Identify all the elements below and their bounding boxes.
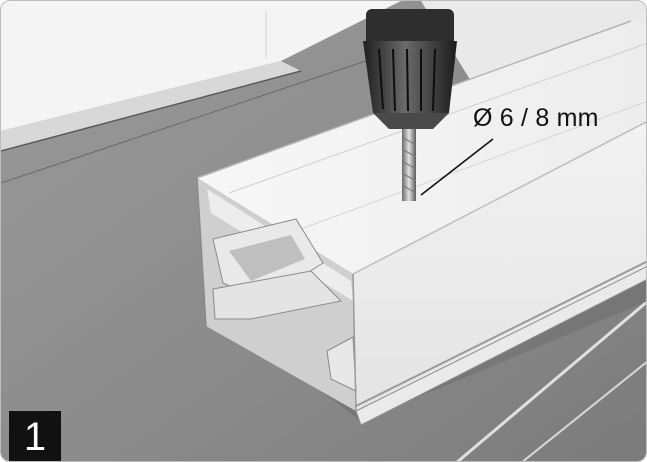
- cable-duct-front: [353, 122, 646, 411]
- wall-panel-shadow: [1, 61, 301, 151]
- back-plane: [421, 1, 646, 81]
- drill-diameter-label: Ø 6 / 8 mm: [473, 104, 599, 132]
- callout-leader: [420, 138, 494, 196]
- duct-inner-clip-lower: [212, 270, 343, 320]
- drill-icon: [363, 9, 457, 201]
- wall-panel: [1, 1, 401, 131]
- step-number-badge: 1: [9, 411, 61, 461]
